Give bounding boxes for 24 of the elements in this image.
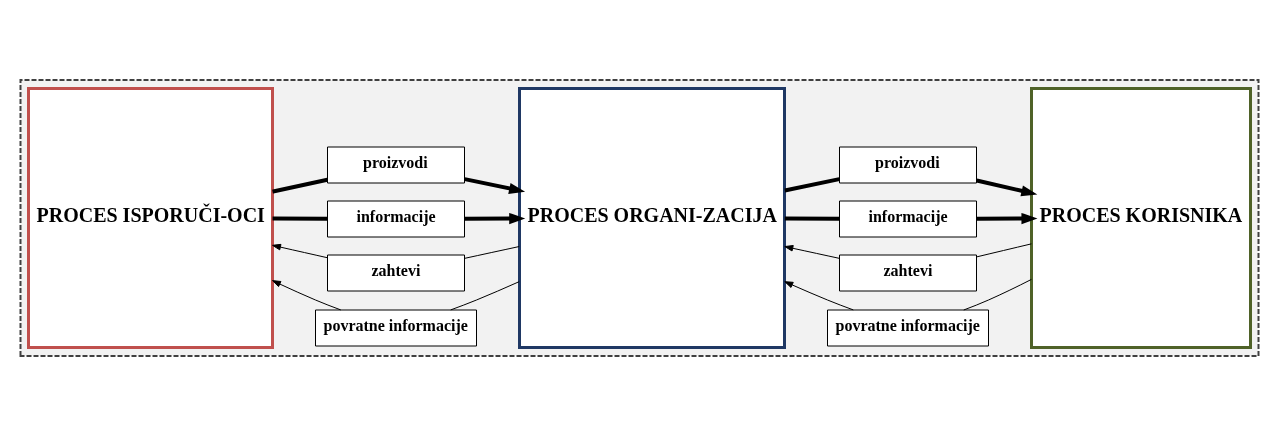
connector — [976, 242, 1032, 257]
node-box: zahtevi — [327, 254, 465, 291]
connector — [784, 216, 840, 221]
connector — [784, 176, 840, 192]
node-box: PROCES ORGANI-ZACIJA — [518, 86, 786, 349]
node-box: proizvodi — [327, 146, 465, 183]
node-box: informacije — [327, 200, 465, 237]
node-box: zahtevi — [839, 254, 977, 291]
arrow — [464, 176, 526, 194]
arrow — [272, 243, 328, 258]
arrow — [976, 178, 1038, 196]
arrow — [464, 212, 526, 224]
node-box: PROCES KORISNIKA — [1030, 86, 1252, 349]
connector — [464, 245, 520, 259]
cluster — [19, 78, 1260, 357]
node-box: PROCES ISPORUČI-OCI — [27, 86, 274, 349]
node-box: povratne informacije — [315, 309, 477, 346]
arrow — [976, 212, 1038, 224]
connector — [272, 177, 328, 194]
node-box: proizvodi — [839, 146, 977, 183]
connector — [272, 216, 328, 221]
node-box: povratne informacije — [827, 309, 989, 346]
node-box: informacije — [839, 200, 977, 237]
arrow — [784, 244, 840, 259]
